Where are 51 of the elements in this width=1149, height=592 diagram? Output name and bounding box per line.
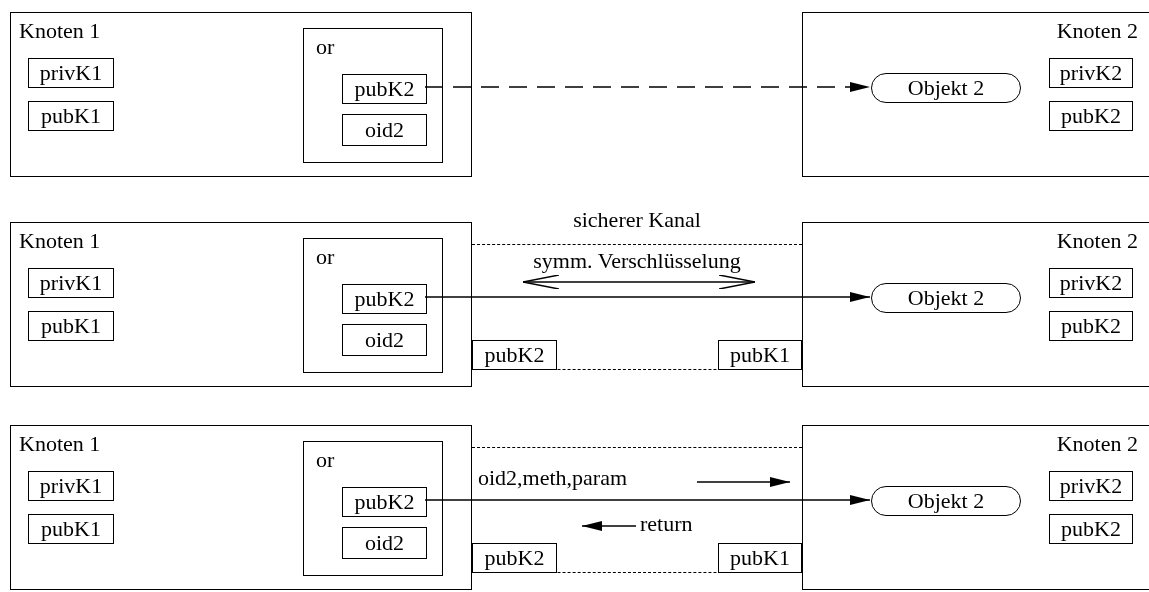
channel-title: sicherer Kanal (573, 208, 701, 233)
key-box: privK2 (1049, 268, 1133, 298)
key-box: pubK1 (28, 101, 114, 131)
node-title: or (316, 245, 335, 270)
key-box: oid2 (342, 114, 427, 146)
key-box: privK1 (28, 268, 114, 298)
key-box: oid2 (342, 527, 427, 559)
key-box: privK2 (1049, 471, 1133, 501)
key-box: privK1 (28, 58, 114, 88)
annotation-text: symm. Verschlüsselung (533, 249, 741, 274)
key-box: privK2 (1049, 58, 1133, 88)
key-box: oid2 (342, 324, 427, 356)
node-title: Knoten 1 (19, 19, 101, 44)
object-box: Objekt 2 (871, 73, 1021, 103)
object-box: Objekt 2 (871, 283, 1021, 313)
channel-band (472, 447, 802, 573)
node-title: Knoten 1 (19, 229, 101, 254)
arrow (424, 82, 871, 92)
node-box (10, 425, 472, 590)
node-box (802, 222, 1149, 387)
node-box (303, 28, 443, 163)
node-box (303, 441, 443, 576)
node-box (802, 12, 1149, 177)
key-box: pubK1 (28, 514, 114, 544)
node-box (10, 12, 472, 177)
key-box: pubK2 (342, 74, 427, 104)
key-box: privK1 (28, 471, 114, 501)
key-box: pubK1 (28, 311, 114, 341)
node-title: Knoten 2 (1056, 19, 1138, 44)
node-title: Knoten 2 (1056, 432, 1138, 457)
arrow (424, 292, 871, 302)
key-box: pubK2 (472, 340, 557, 370)
key-box: pubK1 (718, 340, 802, 370)
node-box (303, 238, 443, 373)
node-title: Knoten 1 (19, 432, 101, 457)
arrow (424, 495, 871, 505)
object-box: Objekt 2 (871, 486, 1021, 516)
key-box: pubK2 (342, 284, 427, 314)
annotation-text: return (640, 512, 693, 537)
key-box: pubK2 (1049, 514, 1133, 544)
node-box (802, 425, 1149, 590)
key-box: pubK2 (342, 487, 427, 517)
node-title: Knoten 2 (1056, 229, 1138, 254)
key-box: pubK2 (1049, 101, 1133, 131)
key-box: pubK2 (472, 543, 557, 573)
key-box: pubK2 (1049, 311, 1133, 341)
annotation-text: oid2,meth,param (478, 466, 628, 491)
key-box: pubK1 (718, 543, 802, 573)
node-title: or (316, 448, 335, 473)
node-box (10, 222, 472, 387)
node-title: or (316, 35, 335, 60)
